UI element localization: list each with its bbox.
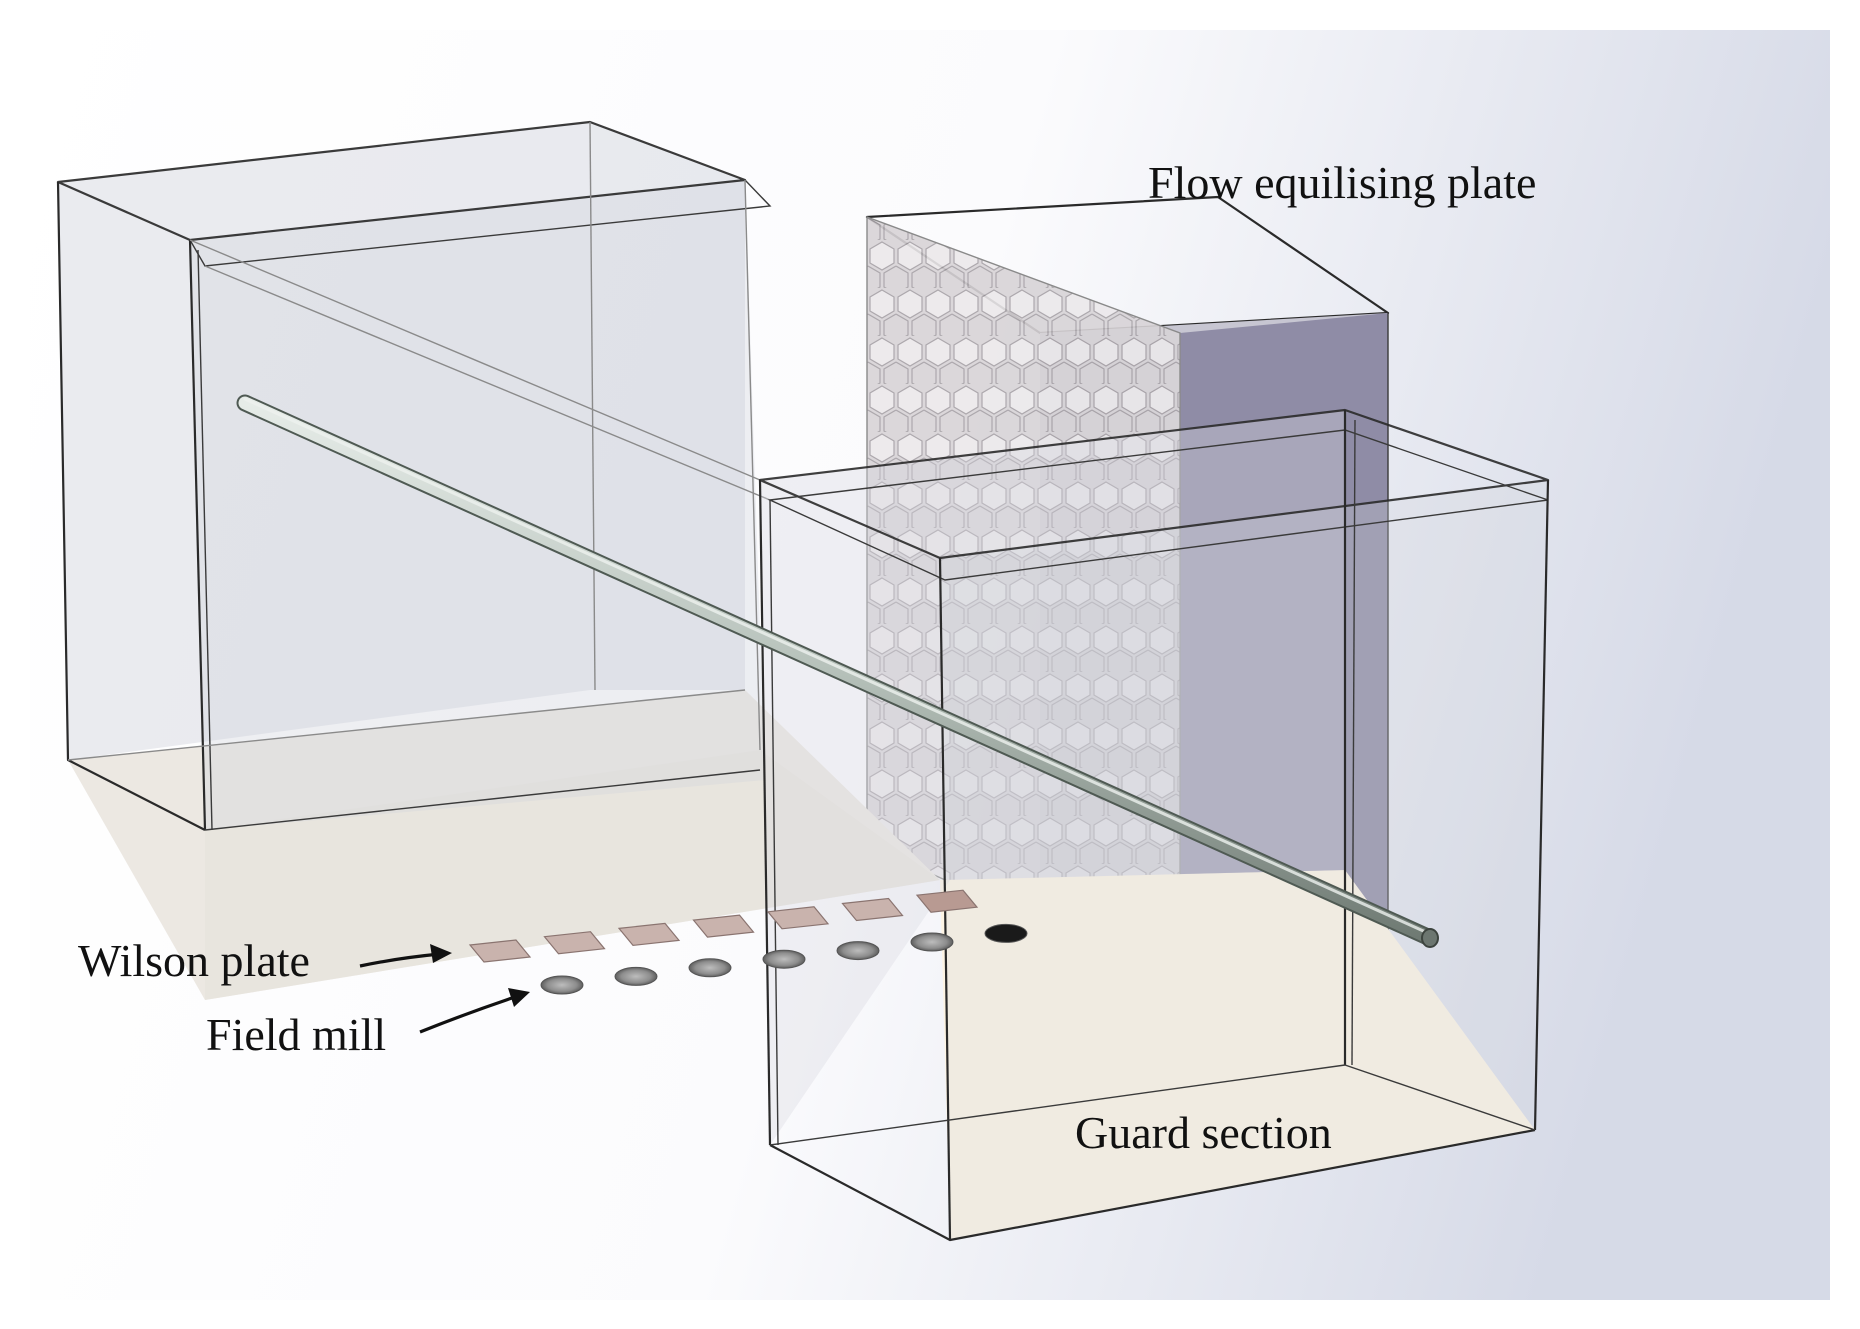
wilson-plate xyxy=(766,906,830,930)
wilson-plate xyxy=(468,939,532,963)
wilson-plate-array xyxy=(468,889,979,963)
electrode-rod xyxy=(236,394,1439,948)
field-mill xyxy=(614,966,658,986)
purple-side-panel xyxy=(1180,313,1388,985)
field-mill xyxy=(910,932,954,952)
wilson-plate xyxy=(915,889,979,913)
field-mill xyxy=(984,923,1028,943)
wilson-plate-label: Wilson plate xyxy=(78,935,310,986)
wilson-plate xyxy=(617,922,681,947)
field-mill xyxy=(688,958,732,978)
field-mill-arrow xyxy=(419,988,530,1034)
field-mill-label: Field mill xyxy=(206,1009,386,1060)
field-mill xyxy=(836,941,880,961)
field-mill xyxy=(762,949,806,969)
guard-section-label: Guard section xyxy=(1075,1107,1332,1158)
flow-plate-label: Flow equilising plate xyxy=(1148,157,1536,208)
field-mill xyxy=(540,975,584,995)
wilson-plate xyxy=(543,931,606,955)
wilson-plate xyxy=(841,897,904,922)
wilson-plate xyxy=(692,914,755,938)
guard-section-floor xyxy=(940,870,1535,1240)
field-mill-array xyxy=(540,923,1028,995)
wilson-plate-arrow xyxy=(359,944,452,968)
